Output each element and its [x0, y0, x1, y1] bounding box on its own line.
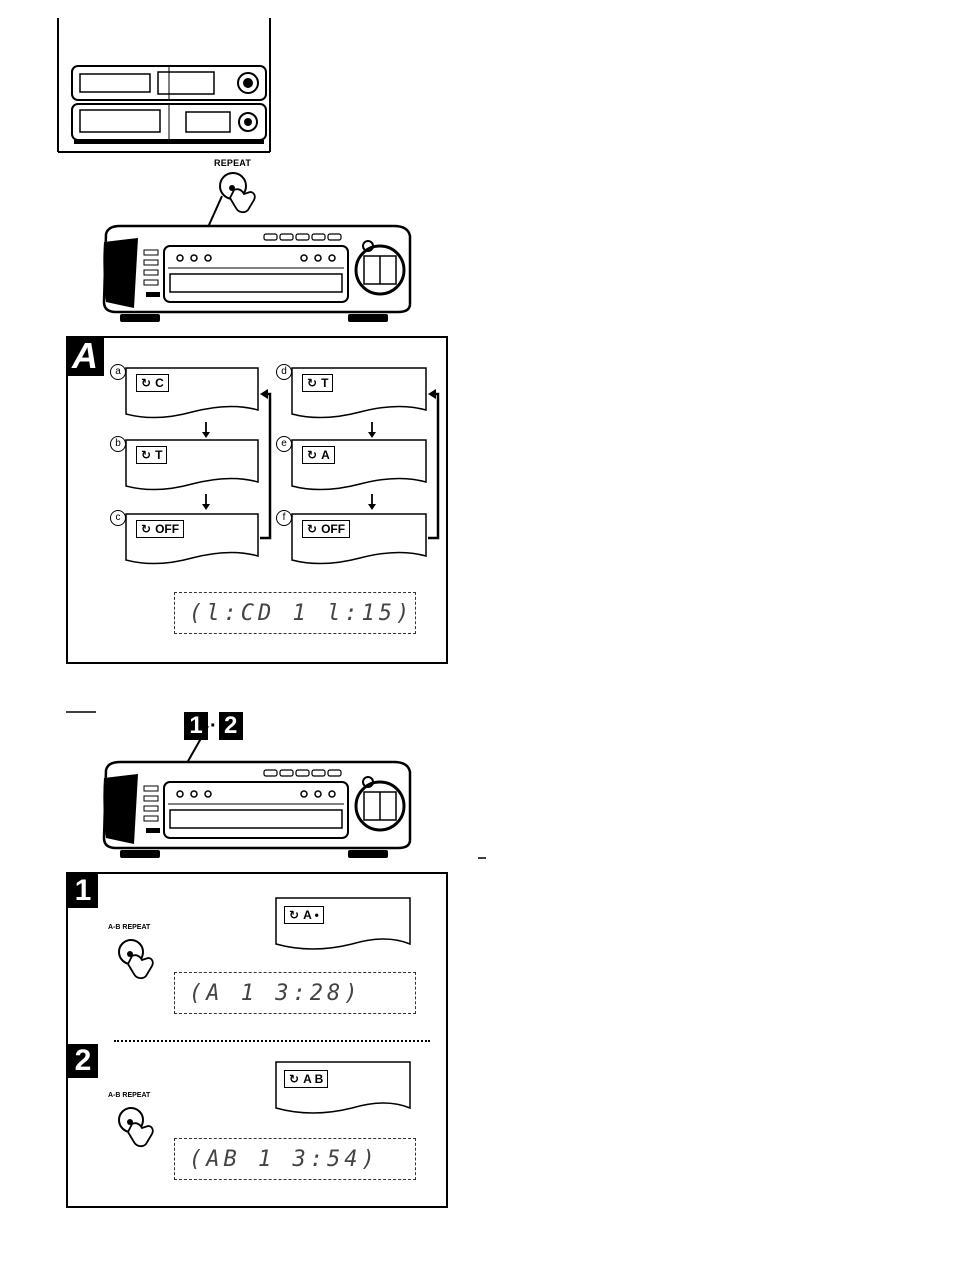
lcd-display-step-2: (AB 1 3:54) — [174, 1138, 416, 1180]
step-divider — [114, 1040, 430, 1042]
repeat-icon: ↻ — [289, 907, 299, 923]
indicator-step-2: ↻A B — [284, 1070, 328, 1088]
repeat-icon: ↻ — [289, 1071, 299, 1087]
indicator-step-1: ↻A • — [284, 906, 324, 924]
lcd-display-step-1: (A 1 3:28) — [174, 972, 416, 1014]
